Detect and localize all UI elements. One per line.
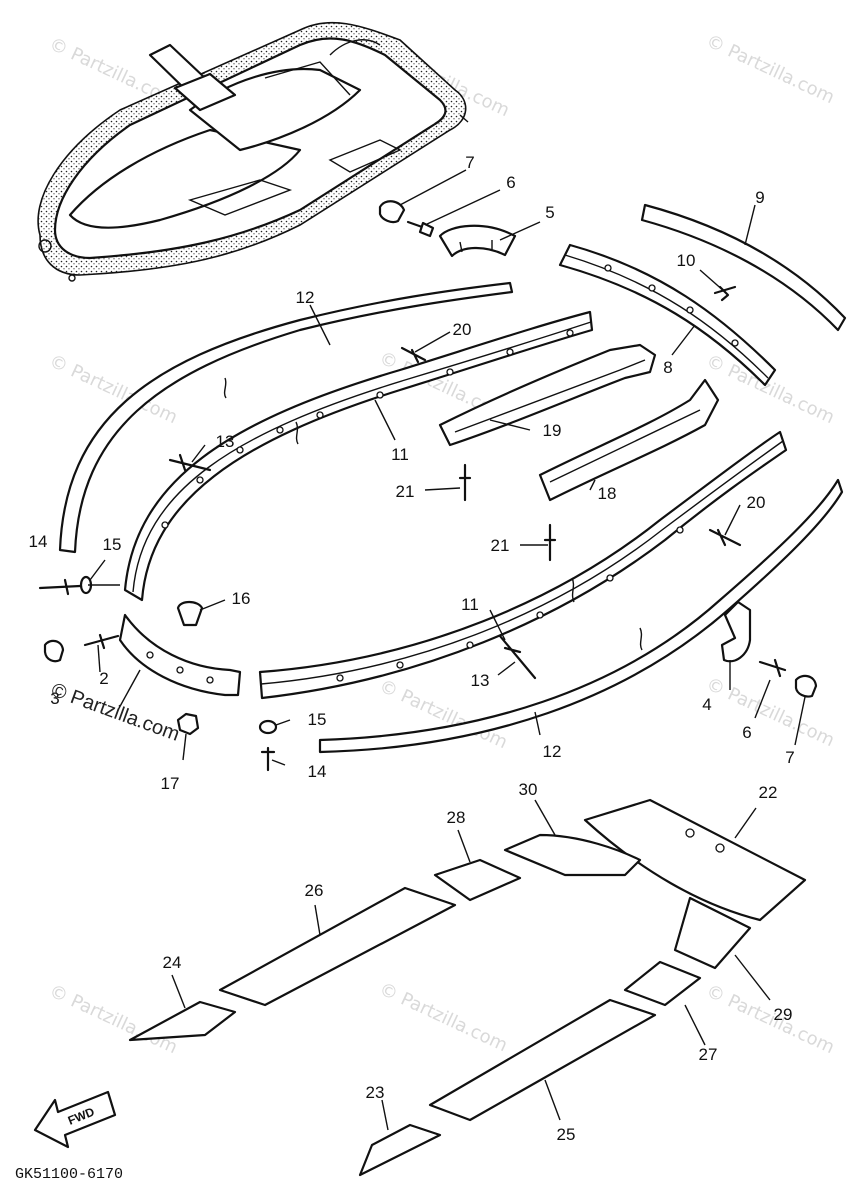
part-18-cover: [538, 378, 720, 502]
mat-30: [503, 833, 642, 877]
part-6-bolt-upper: [406, 220, 435, 238]
part-20-rivet-a: [400, 346, 427, 364]
callout-14: 14: [308, 762, 327, 781]
callout-14: 14: [29, 532, 48, 551]
part-7-cap-lower: [794, 674, 818, 698]
mat-26: [218, 886, 457, 1007]
callout-24: 24: [163, 953, 182, 972]
part-8-rail: [558, 243, 777, 387]
part-9-strip: [640, 203, 847, 332]
callout-21: 21: [396, 482, 415, 501]
callout-17: 17: [161, 774, 180, 793]
bow-bracket: [118, 613, 242, 697]
callout-13: 13: [471, 671, 490, 690]
watermark: © Partzilla.com: [703, 30, 838, 108]
watercraft-illustration: [37, 21, 469, 282]
diagram-code: GK51100-6170: [15, 1166, 123, 1183]
fwd-arrow-icon: FWD: [33, 1090, 117, 1149]
watermark: © Partzilla.com: [703, 980, 838, 1058]
part-14-screw-left: [38, 578, 82, 596]
mat-27: [623, 960, 702, 1007]
part-3-cap: [43, 639, 65, 663]
mat-25: [428, 998, 657, 1122]
callout-4: 4: [702, 695, 711, 714]
callout-20: 20: [747, 493, 766, 512]
mat-24: [128, 1000, 237, 1042]
callout-29: 29: [774, 1005, 793, 1024]
part-13-rivet-a: [168, 453, 212, 472]
callout-16: 16: [232, 589, 251, 608]
callout-26: 26: [305, 881, 324, 900]
part-10-rivet: [713, 285, 737, 302]
part-14-screw-lower: [260, 746, 276, 772]
callout-2: 2: [99, 669, 108, 688]
part-19-cover: [438, 343, 657, 447]
part-16-grommet: [176, 600, 204, 627]
part-11-rail-lower: [258, 430, 788, 700]
part-5-bumper: [438, 224, 517, 258]
callout-27: 27: [699, 1045, 718, 1064]
callout-22: 22: [759, 783, 778, 802]
callout-6: 6: [506, 173, 515, 192]
callout-5: 5: [545, 203, 554, 222]
callout-28: 28: [447, 808, 466, 827]
part-12-strip-lower: [318, 478, 844, 754]
callout-15: 15: [308, 710, 327, 729]
part-21-rivet-a: [458, 463, 472, 502]
brand-overlay: © Partzilla.com: [48, 679, 182, 746]
part-11-rail-upper: [123, 310, 594, 602]
callout-9: 9: [755, 188, 764, 207]
callout-25: 25: [557, 1125, 576, 1144]
callout-12: 12: [296, 288, 315, 307]
mat-23: [358, 1123, 442, 1177]
callout-19: 19: [543, 421, 562, 440]
part-20-rivet-b: [708, 528, 742, 547]
callout-12: 12: [543, 742, 562, 761]
watermark: © Partzilla.com: [703, 673, 838, 751]
part-4-bracket: [720, 600, 752, 663]
callout-6: 6: [742, 723, 751, 742]
callout-18: 18: [598, 484, 617, 503]
callout-13: 13: [216, 432, 235, 451]
part-21-rivet-b: [543, 523, 557, 562]
mat-28: [433, 858, 522, 902]
part-17-nut: [176, 712, 200, 736]
part-7-cap-upper: [378, 200, 406, 224]
leader-lines: [88, 169, 806, 1131]
watermark: © Partzilla.com: [703, 350, 838, 428]
mat-29: [673, 896, 752, 970]
callout-23: 23: [366, 1083, 385, 1102]
callout-21: 21: [491, 536, 510, 555]
callout-15: 15: [103, 535, 122, 554]
callout-8: 8: [663, 358, 672, 377]
part-2-screw: [83, 633, 120, 650]
watermark: © Partzilla.com: [376, 978, 511, 1056]
callout-3: 3: [50, 689, 59, 708]
callout-numbers: 7 6 5 9 10 8 12 20 11 19 13 21 18 20 21 …: [29, 153, 795, 1144]
callout-7: 7: [785, 748, 794, 767]
callout-7: 7: [465, 153, 474, 172]
callout-20: 20: [453, 320, 472, 339]
callout-30: 30: [519, 780, 538, 799]
callout-11: 11: [461, 595, 479, 614]
part-15-washer-lower: [258, 719, 278, 735]
mat-22: [583, 798, 807, 922]
callout-11: 11: [391, 445, 409, 464]
part-13-rivet-b: [493, 628, 537, 680]
callout-10: 10: [677, 251, 696, 270]
watermark: © Partzilla.com: [46, 980, 181, 1058]
part-6-bolt-lower: [758, 658, 787, 678]
part-12-strip-upper: [58, 281, 514, 554]
